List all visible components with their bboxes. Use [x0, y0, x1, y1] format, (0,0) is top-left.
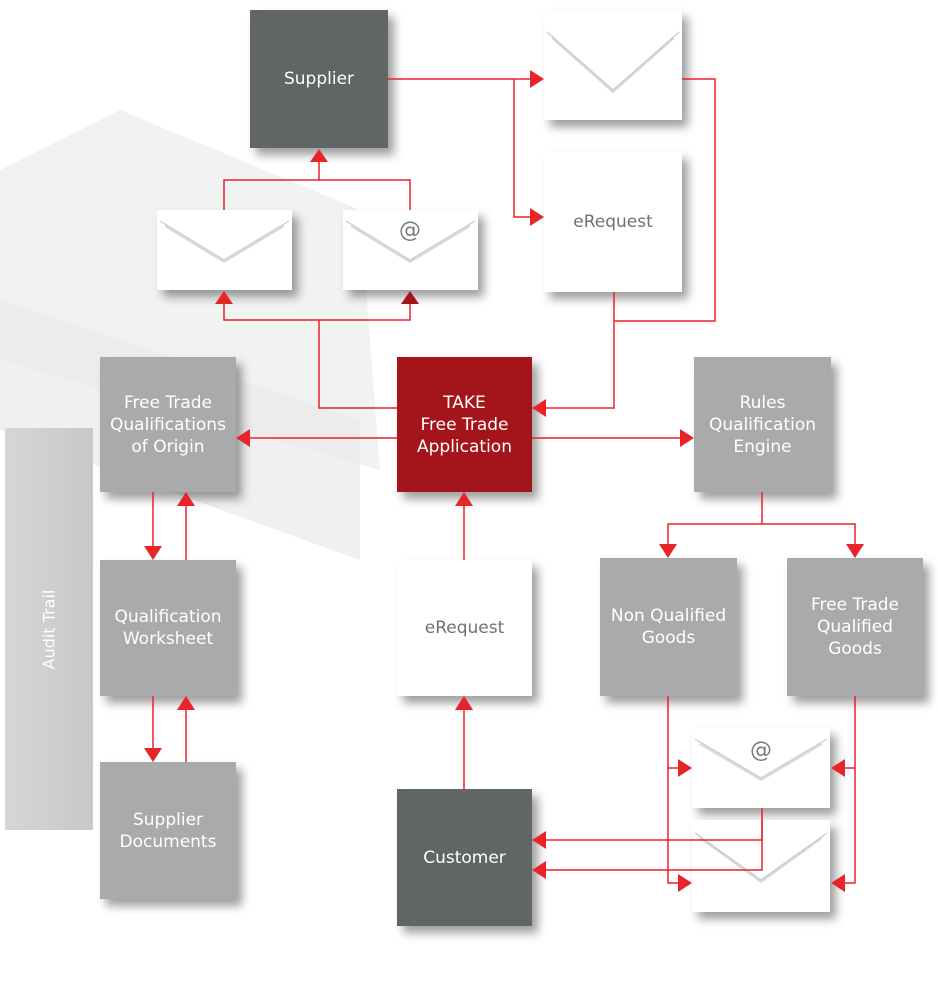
connector-lines [152, 78, 856, 884]
arrowhead-icon [455, 492, 473, 506]
arrowhead-icon [144, 546, 162, 560]
connector [845, 768, 856, 884]
supplier-box: Supplier [250, 10, 388, 148]
at-symbol: @ [750, 738, 772, 763]
connector [845, 696, 856, 769]
at-symbol: @ [399, 218, 421, 243]
envelope-icon [692, 820, 830, 912]
qualification-worksheet-label: Qualification Worksheet [114, 607, 222, 649]
take-application-box: TAKE Free Trade Application [397, 357, 532, 492]
arrowhead-icon [455, 696, 473, 710]
arrowhead-icon [401, 291, 419, 304]
rules-engine-label: Rules Qualification Engine [708, 392, 817, 457]
connector [546, 292, 615, 409]
arrowhead-icon [177, 696, 195, 710]
audit-trail-band [5, 428, 93, 830]
erequest-top-label: eRequest [573, 212, 653, 232]
arrowhead-icon [678, 759, 692, 777]
connector [513, 79, 530, 218]
connector [667, 492, 763, 544]
supplier-label: Supplier [283, 69, 355, 89]
customer-label: Customer [423, 847, 506, 868]
connector [762, 523, 856, 544]
qualifications-of-origin-label: Free Trade Qualifications of Origin [110, 392, 226, 457]
qualified-goods-box: Free Trade Qualified Goods [787, 558, 923, 696]
qualification-worksheet-box: Qualification Worksheet [100, 560, 236, 696]
connector [223, 179, 411, 210]
arrowhead-icon [831, 874, 845, 892]
arrowhead-icon [144, 748, 162, 762]
non-qualified-goods-label: Non Qualified Goods [610, 606, 727, 648]
arrowhead-icon [532, 831, 546, 849]
connector [546, 820, 763, 871]
arrowhead-icon [678, 874, 692, 892]
arrowhead-icon [532, 399, 546, 417]
connector [318, 320, 397, 409]
arrowhead-icon [530, 70, 544, 88]
supplier-documents-box: Supplier Documents [100, 762, 236, 899]
envelope-icon [544, 10, 682, 120]
arrowhead-icon [215, 291, 233, 304]
supplier-documents-label: Supplier Documents [119, 809, 217, 852]
arrowhead-icon [680, 429, 694, 447]
envelope-icon [157, 210, 292, 290]
arrowhead-icon [831, 759, 845, 777]
arrowhead-icon [532, 861, 546, 879]
take-application-label: TAKE Free Trade Application [417, 392, 512, 457]
erequest-bottom-box: eRequest [397, 560, 532, 696]
arrowhead-icon [846, 544, 864, 558]
arrowhead-icon [310, 149, 328, 162]
arrowhead-icon [177, 492, 195, 506]
connector [667, 768, 678, 884]
email-at-icon: @ [343, 210, 478, 290]
arrowhead-icon [236, 429, 250, 447]
erequest-top-box: eRequest [544, 152, 682, 292]
arrowhead-icon [530, 208, 544, 226]
connector [667, 696, 678, 769]
arrowhead-icon [659, 544, 677, 558]
rules-engine-box: Rules Qualification Engine [694, 357, 831, 492]
erequest-bottom-label: eRequest [424, 618, 505, 638]
qualified-goods-label: Free Trade Qualified Goods [810, 595, 900, 659]
non-qualified-goods-box: Non Qualified Goods [600, 558, 737, 696]
arrowheads [144, 70, 864, 892]
customer-box: Customer [397, 789, 532, 926]
qualifications-of-origin-box: Free Trade Qualifications of Origin [100, 357, 236, 492]
connector [546, 808, 763, 841]
connector [614, 78, 716, 322]
email-at-icon: @ [692, 728, 830, 808]
connector [223, 304, 411, 321]
